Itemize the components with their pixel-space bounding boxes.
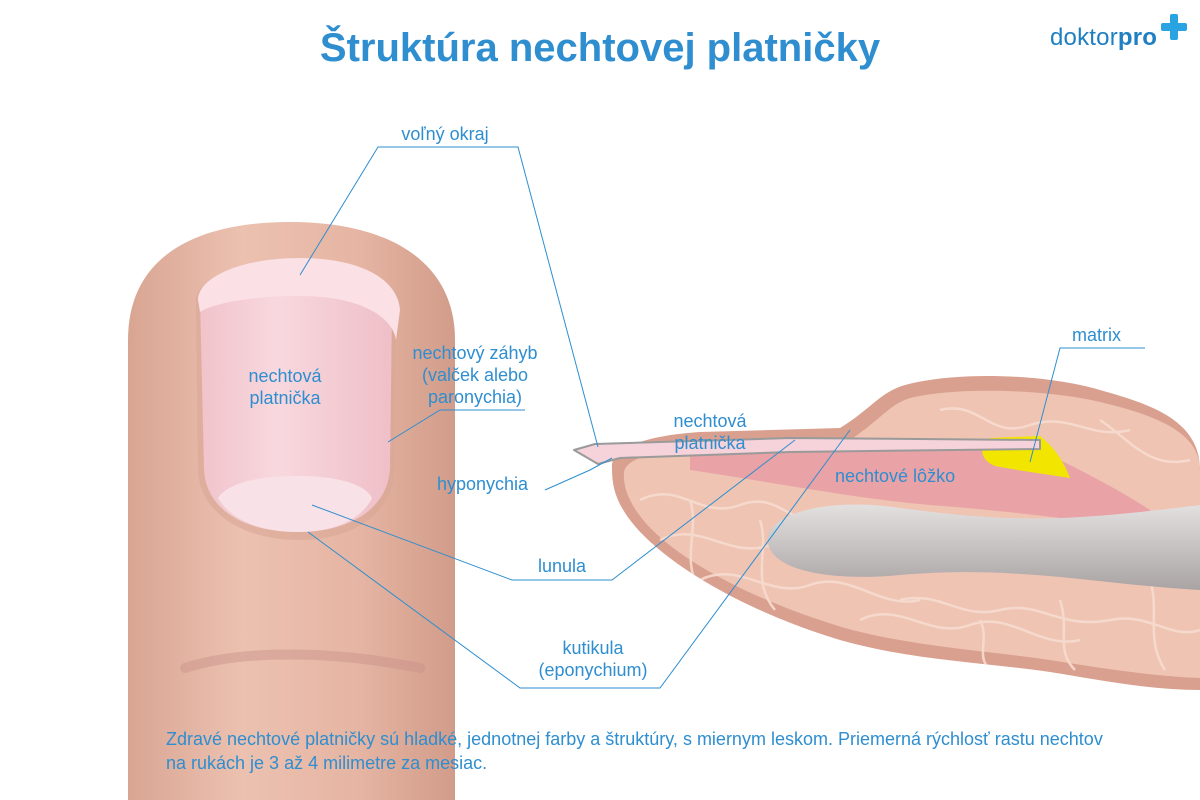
label-free-edge: voľný okraj [385,123,505,145]
label-nail-plate-front: nechtová platnička [225,365,345,409]
label-lunula: lunula [538,555,586,577]
page-title: Štruktúra nechtovej platničky [0,26,1200,71]
label-nail-plate-side: nechtová platnička [650,410,770,454]
label-nail-plate-front-line1: nechtová [225,365,345,387]
label-nail-fold: nechtový záhyb (valček alebo paronychia) [395,342,555,408]
footer-text: Zdravé nechtové platničky sú hladké, jed… [166,727,1126,775]
label-nail-fold-line3: paronychia) [395,386,555,408]
label-cuticle: kutikula (eponychium) [528,637,658,681]
logo-text-pro: pro [1118,24,1157,51]
brand-logo: doktorpro [1050,24,1157,52]
label-nail-plate-front-line2: platnička [225,387,345,409]
logo-text-doktor: doktor [1050,24,1118,51]
logo-plus-icon [1161,14,1187,40]
label-nail-fold-line2: (valček alebo [395,364,555,386]
label-nail-plate-side-line2: platnička [650,432,770,454]
label-cuticle-line1: kutikula [528,637,658,659]
label-nail-bed: nechtové lôžko [835,465,955,487]
label-cuticle-line2: (eponychium) [528,659,658,681]
label-nail-fold-line1: nechtový záhyb [395,342,555,364]
label-matrix: matrix [1072,324,1121,346]
label-hyponychium: hyponychia [437,473,528,495]
finger-front-view [128,222,455,800]
label-nail-plate-side-line1: nechtová [650,410,770,432]
